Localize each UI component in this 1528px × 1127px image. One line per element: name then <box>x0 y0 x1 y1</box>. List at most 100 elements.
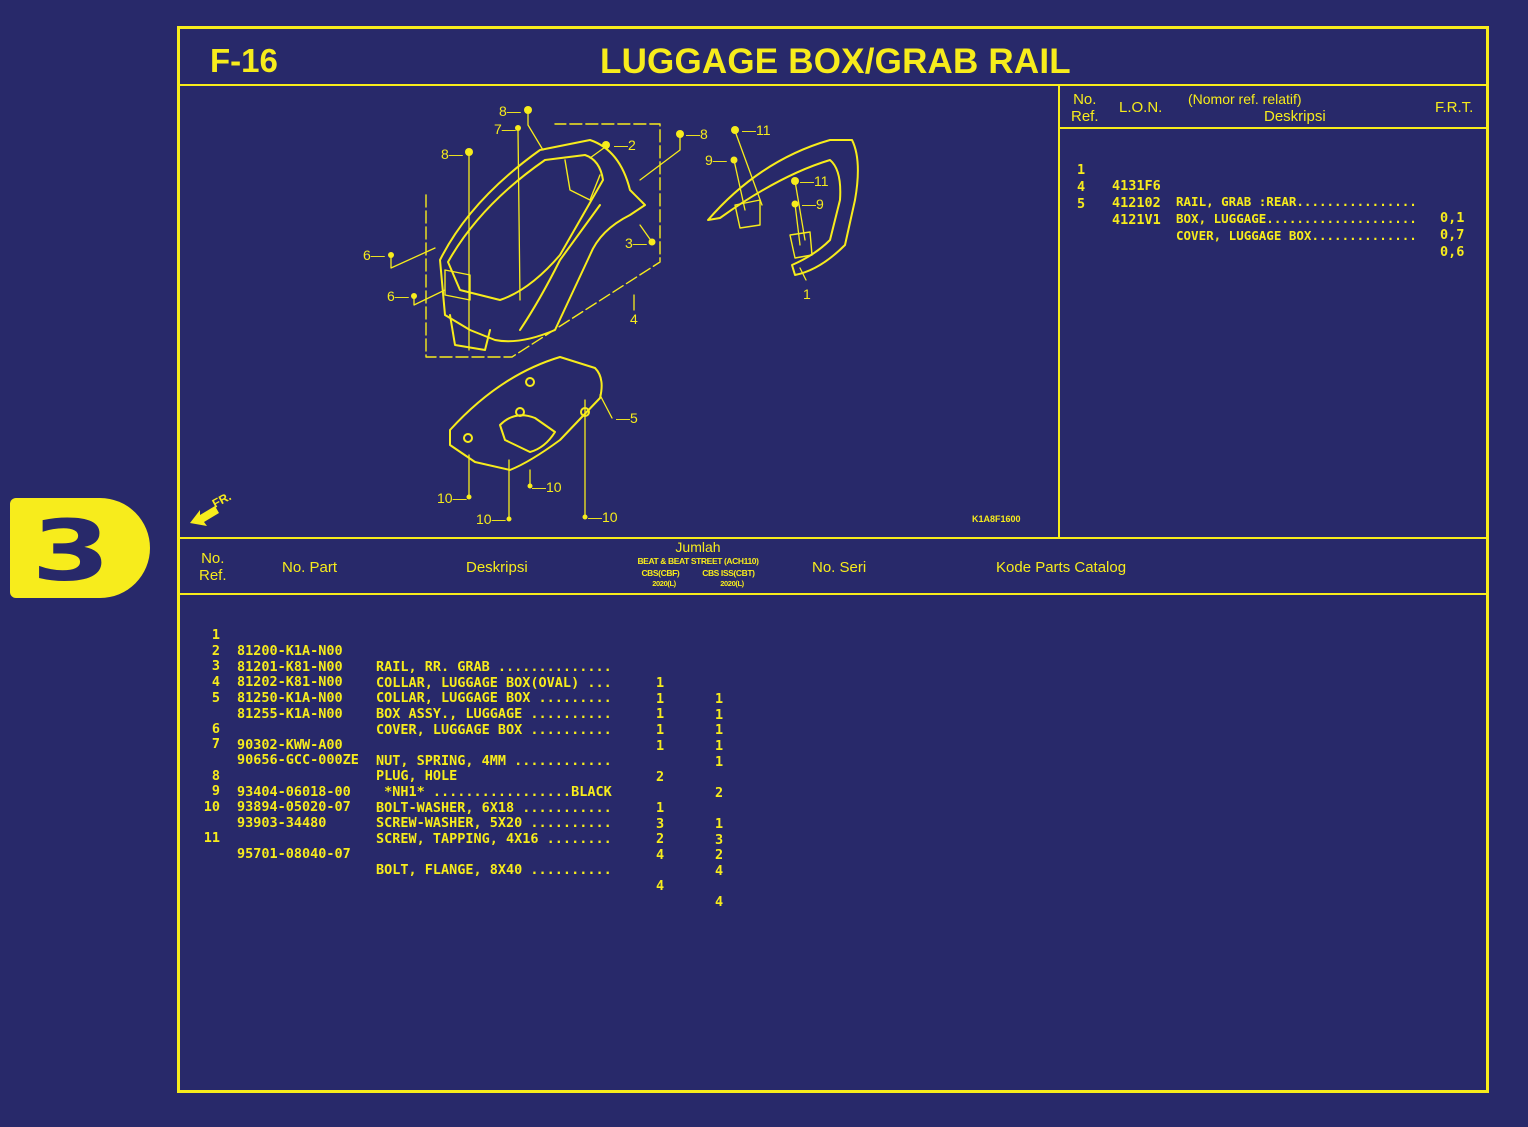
part-number-cell[interactable]: 93404-06018-00 <box>237 784 351 800</box>
part-number-cell[interactable]: 90656-GCC-000ZE <box>237 752 359 768</box>
frt-row: 1 4131F6 RAIL, GRAB :REAR...............… <box>1077 146 1464 242</box>
part-number-cell[interactable]: 95701-08040-07 <box>237 846 351 862</box>
ref-cell: 4 <box>211 674 220 690</box>
callout-11: —11 <box>800 173 829 189</box>
table-header-desc: Deskripsi <box>466 559 528 576</box>
part-number-cell[interactable]: 90302-KWW-A00 <box>237 737 343 753</box>
table-row: 2 81201-K81-N00 COLLAR, LUGGAGE BOX(OVAL… <box>196 627 723 739</box>
callout-6: 6— <box>387 288 409 304</box>
qty-2-cell: 1 <box>715 816 724 832</box>
qty-1-cell: 4 <box>656 847 665 863</box>
qty-2-cell: 4 <box>715 863 724 879</box>
frt-header-frt: F.R.T. <box>1435 99 1474 116</box>
diagram-code: K1A8F1600 <box>972 514 1021 524</box>
frt-desc: RAIL, GRAB :REAR................ <box>1176 194 1417 209</box>
table-header-qty: Jumlah BEAT & BEAT STREET (ACH110) CBS(C… <box>630 539 766 588</box>
catalog-page-frame <box>177 26 1489 1093</box>
ref-cell: 10 <box>203 799 220 815</box>
frt-row: 5 4121V1 COVER, LUGGAGE BOX.............… <box>1077 180 1464 276</box>
qty-1-cell: 2 <box>656 831 665 847</box>
desc-cell: SCREW, TAPPING, 4X16 ........ <box>376 831 612 847</box>
table-header-divider <box>180 593 1486 595</box>
qty-2-cell: 2 <box>715 847 724 863</box>
frt-lon: 4131F6 <box>1112 178 1161 194</box>
desc-cell: COLLAR, LUGGAGE BOX ......... <box>376 690 612 706</box>
frt-panel-divider <box>1058 85 1060 538</box>
qty-2-cell: 3 <box>715 832 724 848</box>
title-divider <box>180 84 1486 86</box>
qty-2-cell: 1 <box>715 722 724 738</box>
frt-value: 0,6 <box>1440 244 1465 260</box>
table-row: 4 81250-K1A-N00 BOX ASSY., LUGGAGE .....… <box>196 658 723 770</box>
ref-cell: 6 <box>211 721 220 737</box>
frt-value: 0,7 <box>1440 227 1465 243</box>
table-row: 3 81202-K81-N00 COLLAR, LUGGAGE BOX ....… <box>196 642 723 754</box>
callout-10: —10 <box>588 509 618 525</box>
diagram-divider <box>180 537 1486 539</box>
frt-lon: 412102 <box>1112 195 1161 211</box>
year-1: 2020(L) <box>652 579 676 588</box>
ref-cell: 5 <box>211 690 220 706</box>
table-row: 8 93404-06018-00 BOLT-WASHER, 6X18 .....… <box>196 752 723 864</box>
callout-11: —11 <box>742 122 771 138</box>
part-number-cell[interactable]: 81255-K1A-N00 <box>237 706 343 722</box>
ref-cell: 2 <box>211 643 220 659</box>
frt-desc: BOX, LUGGAGE.................... <box>1176 211 1417 226</box>
frt-desc: COVER, LUGGAGE BOX.............. <box>1176 228 1417 243</box>
part-number-cell[interactable]: 81250-K1A-N00 <box>237 690 343 706</box>
frt-header-lon: L.O.N. <box>1119 99 1163 116</box>
desc-cell: RAIL, RR. GRAB .............. <box>376 659 612 675</box>
qty-1-cell: 4 <box>656 878 665 894</box>
table-row: 1 81200-K1A-N00 RAIL, RR. GRAB .........… <box>196 611 723 723</box>
callout-5: —5 <box>616 410 638 426</box>
table-row: 6 90302-KWW-A00 NUT, SPRING, 4MM .......… <box>196 705 723 817</box>
callout-10: 10— <box>476 511 506 527</box>
variant-2: CBS ISS(CBT) <box>702 568 755 578</box>
qty-1-cell: 1 <box>656 675 665 691</box>
part-number-cell[interactable]: 93903-34480 <box>237 815 327 831</box>
callout-8: 8— <box>441 146 463 162</box>
qty-1-cell: 1 <box>656 738 665 754</box>
qty-label: Jumlah <box>675 539 721 555</box>
page-title: LUGGAGE BOX/GRAB RAIL <box>600 42 1071 81</box>
variant-1: CBS(CBF) <box>641 568 680 578</box>
frt-ref: 5 <box>1077 196 1086 212</box>
desc-cell: *NH1* .................BLACK <box>376 784 612 800</box>
qty-1-cell: 1 <box>656 800 665 816</box>
desc-cell: SCREW-WASHER, 5X20 .......... <box>376 815 612 831</box>
part-number-cell[interactable]: 81200-K1A-N00 <box>237 643 343 659</box>
callout-8: —8 <box>686 126 708 142</box>
qty-2-cell: 1 <box>715 707 724 723</box>
ref-cell: 1 <box>211 627 220 643</box>
variant-labels: CBS(CBF) CBS ISS(CBT) <box>630 567 766 579</box>
table-header-no-ref: No. Ref. <box>199 550 227 584</box>
qty-2-cell: 1 <box>715 738 724 754</box>
qty-2-cell: 4 <box>715 894 724 910</box>
desc-cell: BOLT, FLANGE, 8X40 .......... <box>376 862 612 878</box>
qty-1-cell: 3 <box>656 816 665 832</box>
qty-2-cell: 1 <box>715 754 724 770</box>
frt-header-desc-1: (Nomor ref. relatif) <box>1188 91 1302 107</box>
header-text: No. <box>1073 91 1097 108</box>
callout-10: 10— <box>437 490 467 506</box>
desc-cell: COVER, LUGGAGE BOX .......... <box>376 722 612 738</box>
ref-cell: 3 <box>211 658 220 674</box>
exploded-parts-diagram: 8— 7— 8— —2 3— 4 6— 6— —8 —11 9— —11 —9 … <box>190 103 859 527</box>
callout-4: 4 <box>630 311 638 327</box>
callout-2: —2 <box>614 137 636 153</box>
header-text: No. <box>201 550 225 567</box>
part-number-cell[interactable]: 81201-K81-N00 <box>237 659 343 675</box>
callout-8: 8— <box>499 103 521 119</box>
part-number-cell[interactable]: 93894-05020-07 <box>237 799 351 815</box>
frt-value: 0,1 <box>1440 210 1465 226</box>
callout-3: 3— <box>625 235 647 251</box>
part-number-cell[interactable]: 81202-K81-N00 <box>237 674 343 690</box>
table-row: 9 93894-05020-07 SCREW-WASHER, 5X20 ....… <box>196 767 723 879</box>
callout-9: —9 <box>802 196 824 212</box>
frt-ref: 4 <box>1077 179 1086 195</box>
chapter-tab[interactable]: 3 <box>10 498 150 600</box>
desc-cell: BOX ASSY., LUGGAGE .......... <box>376 706 612 722</box>
frt-ref: 1 <box>1077 162 1086 178</box>
header-text: Ref. <box>1071 108 1099 125</box>
table-row: 7 90656-GCC-000ZE PLUG, HOLE <box>196 720 457 832</box>
